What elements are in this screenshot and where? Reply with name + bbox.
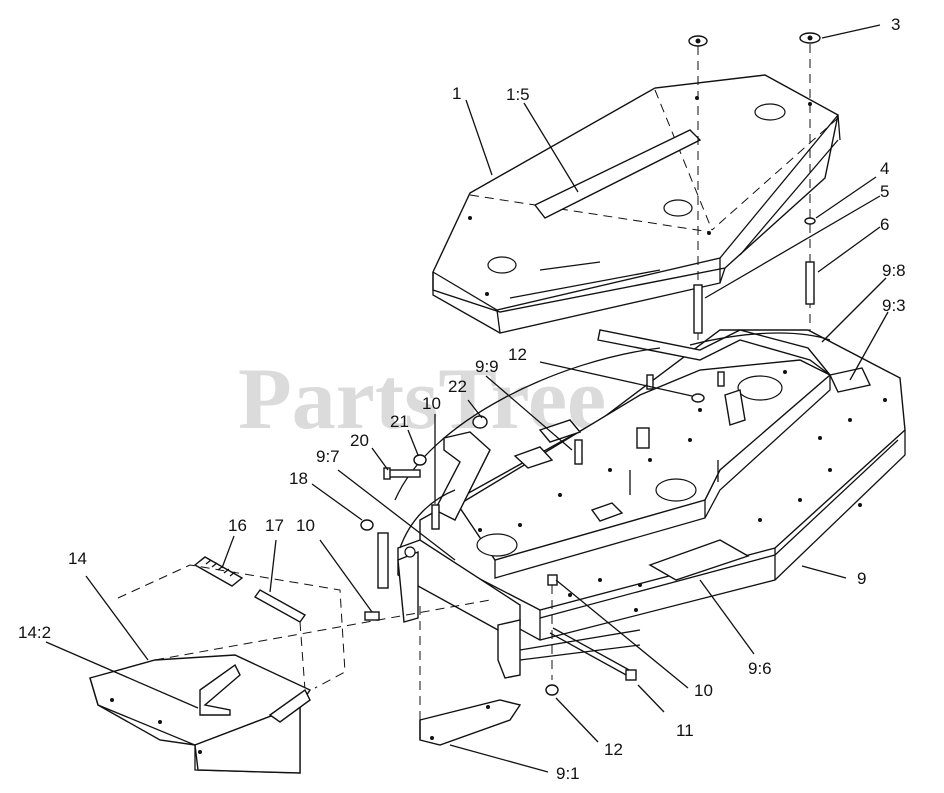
callout-3: 3: [891, 15, 900, 34]
locknut-top: [472, 415, 488, 429]
wing-knob-right: [799, 32, 821, 44]
discharge-deflector: [89, 654, 312, 774]
deck-cover: [432, 74, 841, 334]
callout-18: 18: [289, 469, 308, 488]
callout-4: 4: [880, 159, 889, 178]
callout-12-top: 12: [508, 345, 527, 364]
callout-9-7: 9:7: [316, 447, 340, 466]
callout-10-top: 10: [422, 394, 441, 413]
callout-16: 16: [228, 516, 247, 535]
callout-21: 21: [390, 412, 409, 431]
callout-labels: 1 1:5 3 4 5 6 9:8 9:3 12 9:9 22 10 21 20…: [18, 15, 906, 783]
callout-6: 6: [880, 215, 889, 234]
callout-22: 22: [448, 377, 467, 396]
callout-12-bottom: 12: [604, 740, 623, 759]
callout-11: 11: [676, 721, 694, 740]
deflector-axis: [154, 599, 491, 661]
callout-10-left: 10: [296, 516, 315, 535]
nut-deflector: [360, 519, 374, 531]
callout-17: 17: [265, 516, 284, 535]
callout-5: 5: [880, 182, 889, 201]
callout-14: 14: [68, 549, 87, 568]
front-hinge-bracket: [377, 431, 641, 679]
deflector-phantom: [117, 564, 346, 689]
nut-rear: [545, 684, 559, 696]
stud-right: [805, 261, 815, 305]
deflector-spring: [193, 556, 244, 587]
callout-20: 20: [350, 431, 369, 450]
hinge-rod: [253, 589, 307, 691]
callout-10-right: 10: [694, 681, 713, 700]
callout-9-1: 9:1: [556, 764, 580, 783]
long-bolt: [549, 627, 637, 681]
callout-1-5: 1:5: [506, 85, 530, 104]
lock-washer: [413, 454, 427, 466]
callout-9-3: 9:3: [882, 296, 906, 315]
callout-1: 1: [452, 84, 461, 103]
wing-knob-left: [688, 35, 708, 47]
leader-lines: [45, 24, 889, 773]
shoulder-bolt: [383, 467, 421, 480]
callout-9: 9: [857, 569, 866, 588]
deflector-bracket: [419, 600, 522, 746]
stud-left: [693, 284, 703, 334]
washer: [804, 217, 816, 225]
callout-14-2: 14:2: [18, 623, 51, 642]
callout-9-6: 9:6: [748, 659, 772, 678]
bolt-deflector: [364, 611, 380, 621]
callout-9-8: 9:8: [882, 261, 906, 280]
callout-9-9: 9:9: [475, 357, 499, 376]
bushing-top: [691, 393, 705, 403]
